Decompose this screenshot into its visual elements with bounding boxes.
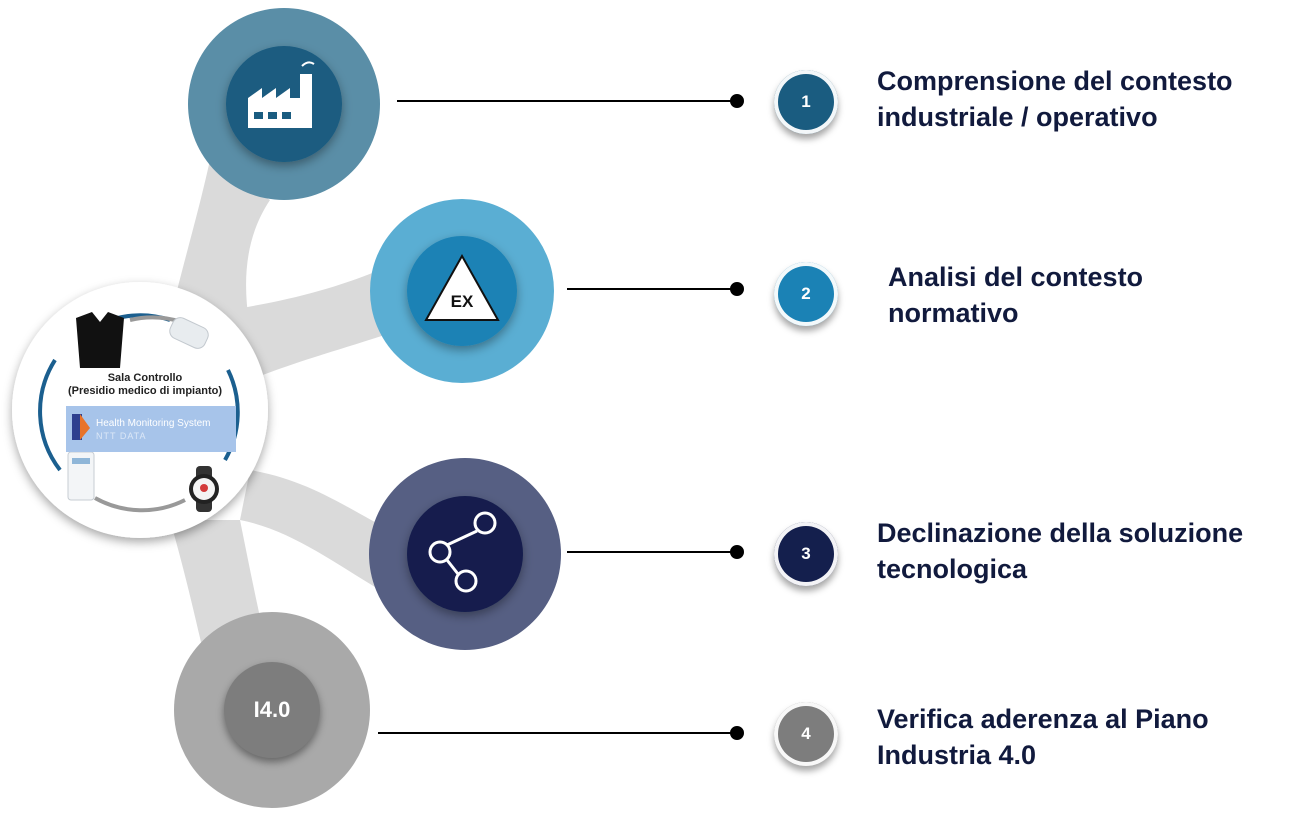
factory-icon [248,61,315,128]
hub-title-line1: Sala Controllo [107,372,183,384]
step-4-text: Verifica aderenza al Piano Industria 4.0 [877,701,1209,773]
step-2-badge: 2 [774,262,838,326]
step-3-badge: 3 [774,522,838,586]
stage-3-circle [407,496,523,612]
step-3-text: Declinazione della soluzione tecnologica [877,515,1243,587]
ex-label: EX [451,292,474,311]
step-1-text: Comprensione del contesto industriale / … [877,63,1233,135]
step-4-badge: 4 [774,702,838,766]
step-1-line2: industriale / operativo [877,102,1158,132]
hub-title-line2: (Presidio medico di impianto) [67,385,223,397]
step-3-line1: Declinazione della soluzione [877,518,1244,548]
step-2-line1: Analisi del contesto [888,262,1144,292]
hms-company-name: NTT DATA [96,431,147,441]
hub-title: Sala Controllo (Presidio medico di impia… [40,372,250,398]
step-3-line2: tecnologica [877,554,1028,584]
hub-ring-arc-left [38,358,62,472]
sensor-device-icon [169,317,209,349]
step-2-text: Analisi del contesto normativo [888,259,1143,331]
branch-middle-lower [240,470,390,590]
step-1-number: 1 [801,92,811,111]
connector-lines [378,94,744,740]
smartphone-icon [67,451,95,501]
step-1-badge: 1 [774,70,838,134]
step-4-line2: Industria 4.0 [877,740,1037,770]
ex-warning-icon: EX [424,253,500,321]
step-3-number: 3 [801,544,811,563]
step-2-number: 2 [801,284,811,303]
step-4-number: 4 [801,724,811,743]
hms-system-name: Health Monitoring System [96,418,211,429]
hub-ring-arc-bottom [94,496,186,513]
step-2-line2: normativo [888,298,1019,328]
step-4-line1: Verifica aderenza al Piano [877,704,1209,734]
smartwatch-icon [189,466,219,512]
i40-label: I4.0 [224,662,320,758]
hms-logo-icon [72,414,90,440]
hms-logo-banner [66,406,236,452]
share-nodes-icon [428,511,497,593]
branch-middle-upper [230,270,400,380]
vest-icon [76,312,124,368]
step-1-line1: Comprensione del contesto [877,66,1233,96]
